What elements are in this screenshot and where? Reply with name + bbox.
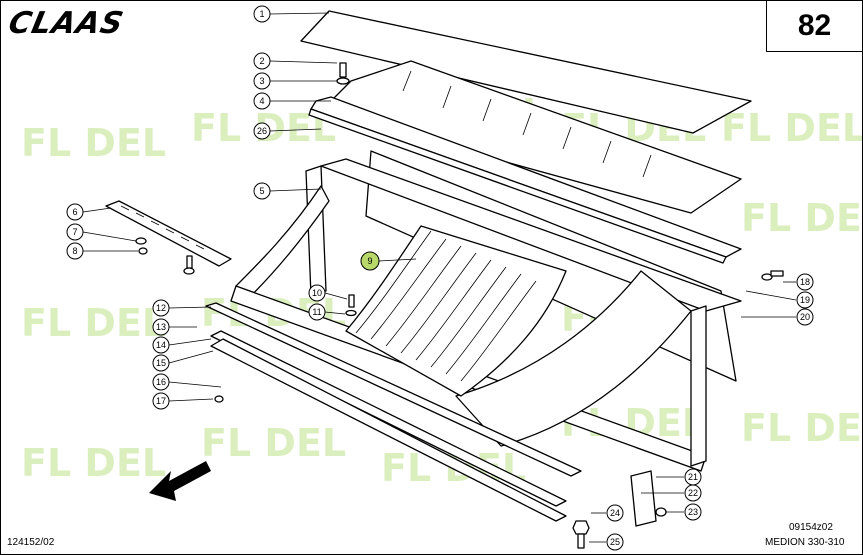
part-mounting-strip [308,96,742,264]
callout-19: 19 [796,291,814,309]
svg-text:15: 15 [156,358,166,368]
part-knife-bar [105,200,232,267]
direction-arrow [149,461,211,501]
callout-18: 18 [796,273,814,291]
callout-13: 13 [152,318,170,336]
callout-14: 14 [152,336,170,354]
svg-text:14: 14 [156,340,166,350]
svg-text:22: 22 [688,488,698,498]
callout-2: 2 [253,52,271,70]
callout-1: 1 [253,5,271,23]
callout-5: 5 [253,182,271,200]
watermark-text: FL DEL [21,121,166,165]
callout-20: 20 [796,308,814,326]
watermark-text: FL DEL [721,106,862,150]
svg-text:20: 20 [800,312,810,322]
watermark-text: FL DEL [201,421,346,465]
callout-22: 22 [684,484,702,502]
svg-text:5: 5 [259,186,264,196]
callout-26: 26 [253,122,271,140]
model-name: MEDION 330-310 [765,537,845,548]
callout-3: 3 [253,72,271,90]
part-bracket [630,470,657,527]
callout-23: 23 [684,503,702,521]
callout-24: 24 [606,504,624,522]
leader-lines [82,12,797,543]
watermark-text: FL DEL [21,441,166,485]
svg-text:2: 2 [259,56,264,66]
svg-text:24: 24 [610,508,620,518]
svg-text:17: 17 [156,396,166,406]
callout-4: 4 [253,92,271,110]
svg-text:16: 16 [156,377,166,387]
svg-text:11: 11 [312,307,321,317]
callout-11: 11 [308,303,326,321]
svg-text:8: 8 [72,246,77,256]
callout-10: 10 [308,284,326,302]
svg-text:25: 25 [610,537,620,547]
callout-9: 9 [360,251,380,271]
callout-21: 21 [684,468,702,486]
callout-8: 8 [66,242,84,260]
part-lower-strips [205,302,582,522]
callout-7: 7 [66,223,84,241]
svg-text:1: 1 [259,9,264,19]
callout-6: 6 [66,203,84,221]
svg-text:23: 23 [688,507,698,517]
svg-text:9: 9 [367,256,372,266]
svg-text:6: 6 [72,207,77,217]
svg-text:4: 4 [259,96,264,106]
callout-15: 15 [152,354,170,372]
fasteners [135,62,784,549]
watermark-text: FL DEL [21,301,166,345]
svg-text:13: 13 [156,322,166,332]
svg-text:10: 10 [312,288,322,298]
svg-text:3: 3 [259,76,264,86]
svg-text:19: 19 [800,295,810,305]
svg-text:12: 12 [156,303,166,313]
part-comb-strip [300,10,752,134]
callout-17: 17 [152,392,170,410]
svg-text:26: 26 [257,126,267,136]
watermark-text: FL DEL [741,406,862,450]
callout-12: 12 [152,299,170,317]
callout-16: 16 [152,373,170,391]
svg-text:18: 18 [800,277,810,287]
drawing-number: 124152/02 [7,537,55,548]
part-concave-grate [345,225,567,397]
svg-text:21: 21 [688,472,698,482]
watermark-text: FL DEL [741,196,862,240]
callout-25: 25 [606,533,624,551]
page-number: 82 [766,1,862,52]
svg-text:7: 7 [72,227,77,237]
illustration-code: 09154z02 [789,522,833,533]
